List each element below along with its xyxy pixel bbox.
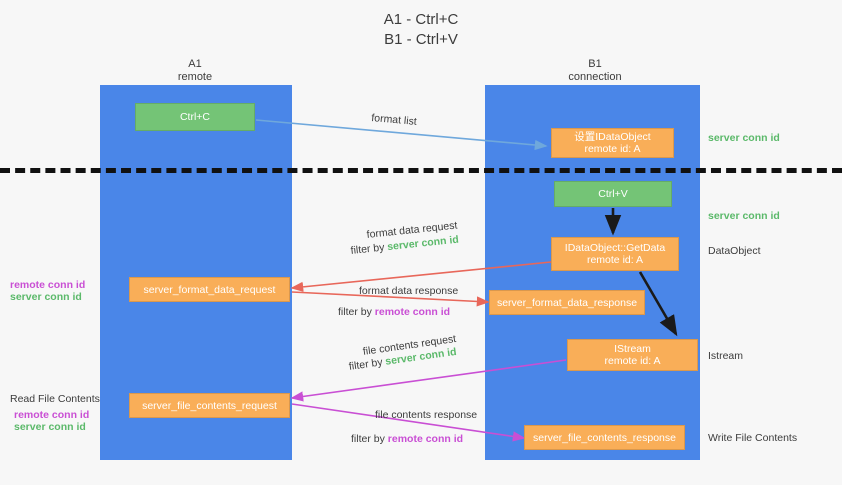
node-set-idataobject[interactable]: 设置IDataObject remote id: A	[551, 128, 674, 158]
node-ctrl-c[interactable]: Ctrl+C	[135, 103, 255, 131]
edge-label-file-contents-response-filter: filter by remote conn id	[351, 432, 463, 446]
left-label-server-conn-id-2: server conn id	[14, 421, 86, 433]
edge-label-format-list: format list	[370, 111, 418, 128]
filter-prefix: filter by	[338, 306, 375, 318]
left-label-server-conn-id-1: server conn id	[10, 291, 82, 303]
node-istream[interactable]: IStream remote id: A	[567, 339, 698, 371]
node-server-format-data-response[interactable]: server_format_data_response	[489, 290, 645, 315]
filter-prefix: filter by	[351, 433, 388, 445]
left-label-remote-conn-id-2: remote conn id	[14, 409, 90, 421]
right-label-server-conn-id-2: server conn id	[708, 210, 780, 222]
filter-value-remote-conn-id: remote conn id	[387, 433, 464, 445]
right-label-dataobject: DataObject	[708, 245, 761, 257]
left-label-remote-conn-id-1: remote conn id	[10, 279, 86, 291]
phase-divider	[0, 168, 842, 173]
node-server-format-data-request[interactable]: server_format_data_request	[129, 277, 290, 302]
edge-label-format-data-response: format data response	[359, 285, 459, 297]
right-label-server-conn-id-1: server conn id	[708, 132, 780, 144]
filter-value-remote-conn-id: remote conn id	[374, 306, 451, 318]
left-label-read-file-contents: Read File Contents	[10, 393, 100, 405]
edge-label-file-contents-response: file contents response	[375, 409, 478, 421]
node-server-file-contents-response[interactable]: server_file_contents_response	[524, 425, 685, 450]
lane-title-b1: B1 connection	[568, 58, 622, 83]
right-label-write-file-contents: Write File Contents	[708, 432, 798, 444]
page-title: A1 - Ctrl+C B1 - Ctrl+V	[383, 11, 459, 48]
lane-title-a1: A1 remote	[177, 58, 213, 83]
node-server-file-contents-request[interactable]: server_file_contents_request	[129, 393, 290, 418]
filter-prefix: filter by	[348, 355, 387, 373]
node-idataobject-getdata[interactable]: IDataObject::GetData remote id: A	[551, 237, 679, 271]
node-ctrl-v[interactable]: Ctrl+V	[554, 181, 672, 207]
filter-prefix: filter by	[350, 241, 388, 257]
edge-label-format-data-response-filter: filter by remote conn id	[338, 305, 450, 319]
right-label-istream: Istream	[708, 350, 744, 362]
